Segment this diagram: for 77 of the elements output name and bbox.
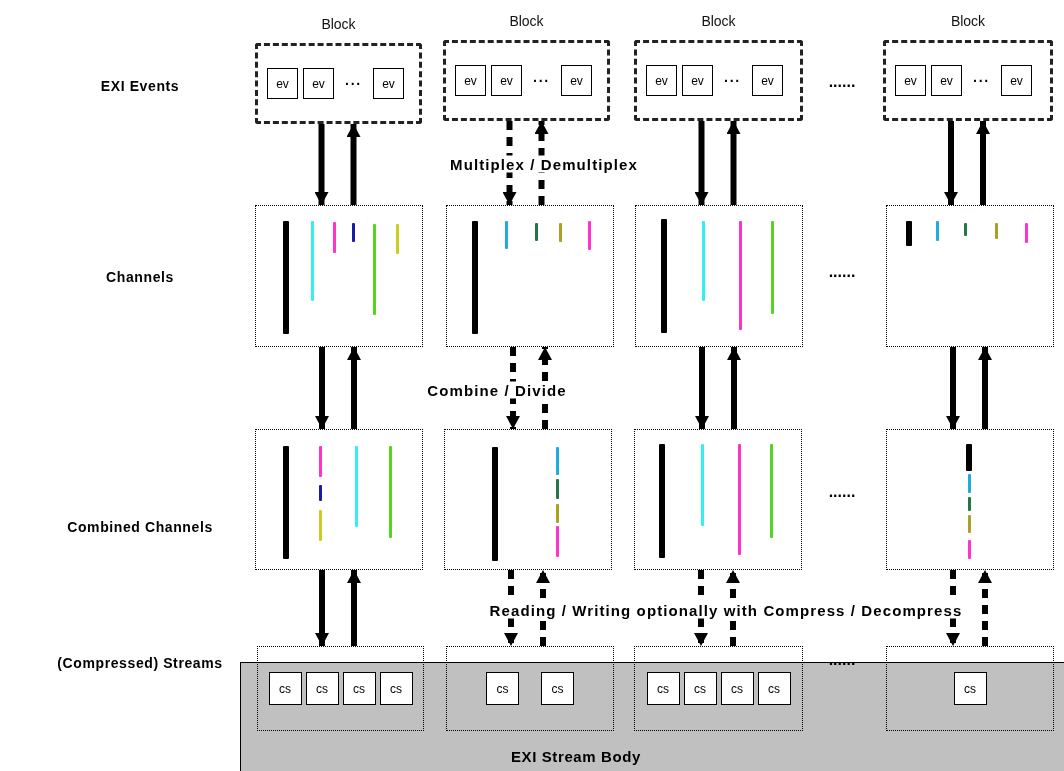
item-box: ev bbox=[1001, 65, 1032, 96]
row-label: Combined Channels bbox=[66, 519, 214, 535]
arrow bbox=[315, 570, 329, 646]
arrow bbox=[726, 121, 741, 205]
channel-box bbox=[886, 205, 1054, 347]
block-heading: Block bbox=[701, 12, 736, 31]
item-box: ev bbox=[373, 68, 404, 99]
arrow bbox=[506, 347, 520, 429]
channel-box bbox=[634, 429, 802, 570]
item-box: ev bbox=[303, 68, 334, 99]
arrow bbox=[694, 121, 709, 205]
item-box: ev bbox=[931, 65, 962, 96]
ellipsis: ...... bbox=[827, 651, 857, 669]
item-box: ev bbox=[491, 65, 522, 96]
stream-box bbox=[257, 646, 424, 731]
channel-box bbox=[255, 429, 423, 570]
row-label: EXI Events bbox=[99, 78, 181, 94]
ellipsis: ··· bbox=[345, 75, 362, 92]
item-box: cs bbox=[305, 672, 339, 705]
ellipsis: ··· bbox=[533, 72, 550, 89]
arrow bbox=[314, 124, 329, 205]
channel-box bbox=[635, 205, 803, 347]
process-label: Reading / Writing optionally with Compress / Decompress bbox=[488, 601, 964, 619]
item-box: cs bbox=[486, 672, 519, 705]
item-box: cs bbox=[953, 672, 987, 705]
arrow bbox=[978, 570, 992, 646]
item-box: ev bbox=[561, 65, 592, 96]
arrow bbox=[978, 347, 992, 429]
item-box: cs bbox=[683, 672, 717, 705]
arrow bbox=[727, 347, 741, 429]
arrow bbox=[534, 121, 549, 205]
process-label: Combine / Divide bbox=[426, 381, 568, 399]
arrow bbox=[346, 124, 361, 205]
block-heading: Block bbox=[950, 12, 986, 31]
arrow bbox=[536, 570, 550, 646]
block-heading: Block bbox=[321, 15, 356, 34]
ellipsis: ...... bbox=[827, 73, 857, 91]
row-label: (Compressed) Streams bbox=[56, 655, 224, 671]
band-title: EXI Stream Body bbox=[511, 748, 641, 765]
ellipsis: ··· bbox=[973, 72, 990, 89]
stream-box bbox=[634, 646, 803, 731]
item-box: cs bbox=[268, 672, 302, 705]
item-box: cs bbox=[541, 672, 574, 705]
arrow bbox=[946, 347, 960, 429]
arrow bbox=[538, 347, 552, 429]
arrow bbox=[347, 570, 361, 646]
block-heading: Block bbox=[509, 12, 544, 31]
channel-box bbox=[255, 205, 423, 347]
item-box: ev bbox=[752, 65, 783, 96]
ellipsis: ...... bbox=[827, 263, 857, 281]
item-box: cs bbox=[720, 672, 754, 705]
arrow bbox=[502, 121, 517, 205]
item-box: ev bbox=[895, 65, 926, 96]
item-box: ev bbox=[267, 68, 298, 99]
item-box: cs bbox=[757, 672, 791, 705]
ellipsis: ··· bbox=[724, 72, 741, 89]
item-box: ev bbox=[682, 65, 713, 96]
arrow bbox=[347, 347, 361, 429]
arrow bbox=[976, 121, 990, 205]
arrow bbox=[695, 347, 709, 429]
channel-box bbox=[446, 205, 614, 347]
item-box: ev bbox=[455, 65, 486, 96]
item-box: cs bbox=[379, 672, 413, 705]
arrow bbox=[726, 570, 740, 646]
ellipsis: ...... bbox=[827, 483, 857, 501]
channel-box bbox=[444, 429, 612, 570]
item-box: cs bbox=[342, 672, 376, 705]
row-label: Channels bbox=[105, 269, 175, 285]
arrow bbox=[315, 347, 329, 429]
arrow bbox=[504, 570, 518, 646]
arrow bbox=[946, 570, 960, 646]
item-box: ev bbox=[646, 65, 677, 96]
arrow bbox=[694, 570, 708, 646]
item-box: cs bbox=[646, 672, 680, 705]
arrow bbox=[944, 121, 958, 205]
process-label: Multiplex / Demultiplex bbox=[449, 155, 639, 173]
channel-box bbox=[886, 429, 1054, 570]
